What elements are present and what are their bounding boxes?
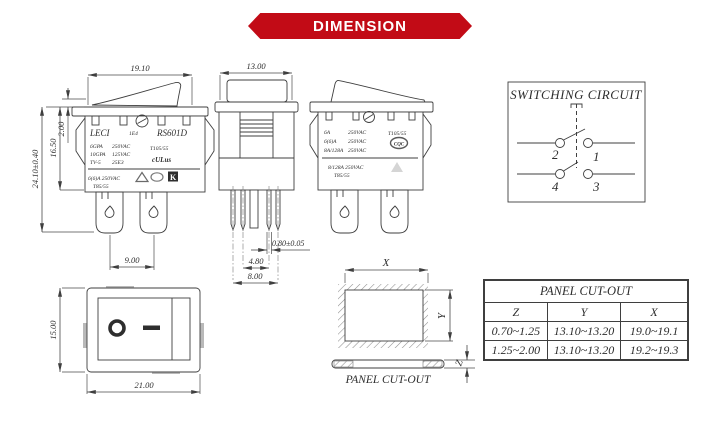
svg-text:CQC: CQC (394, 143, 405, 148)
banner-label: DIMENSION (312, 17, 407, 35)
ul-certification-icon: cULus (152, 156, 171, 164)
circuit-pole-top: 2 1 (517, 128, 635, 164)
cutout-caption: PANEL CUT-OUT (345, 374, 432, 386)
rating-text: 25E3 (112, 160, 124, 166)
panel-cutout-drawing: X Y Z PANEL CUT-OUT (331, 257, 475, 386)
rating-text: 8A/128A (324, 148, 344, 154)
terminal-2-label: 2 (552, 147, 559, 162)
brand-label: LECI (89, 128, 111, 138)
cell-z-2: 1.25~2.00 (483, 340, 548, 361)
front-view-2-outline (309, 80, 434, 191)
circuit-title: SWITCHING CIRCUIT (510, 87, 642, 102)
side-view-pins (230, 186, 281, 280)
front-view-dimensions: 19.10 2.00 16.50 24.10±0.40 9.00 (30, 63, 193, 270)
dim-total-height-label: 24.10±0.40 (30, 149, 40, 188)
on-symbol (143, 325, 160, 330)
screw-icon (135, 114, 149, 128)
dim-width-label: 21.00 (134, 380, 154, 390)
front-view-2-markings: 6A 250VAC T105/55 6(6)A 250VAC CQC 8A/12… (322, 130, 418, 179)
dim-terminal-pitch-label: 9.00 (125, 255, 141, 265)
dim-width-label: 19.10 (130, 63, 150, 73)
screw-icon (363, 111, 375, 123)
dim-y-label: Y (436, 311, 448, 319)
svg-text:K: K (170, 173, 177, 182)
table-title: PANEL CUT-OUT (483, 279, 689, 303)
table-row: 0.70~1.25 13.10~13.20 19.0~19.1 (483, 321, 689, 341)
dim-x-label: X (382, 257, 391, 269)
cqc-certification-icon: CQC (389, 136, 409, 150)
table-header-row: Z Y X (483, 302, 689, 322)
face-view-drawing: 15.00 21.00 (48, 286, 204, 395)
series-label: 1E4 (129, 130, 138, 137)
front-view-2-drawing: 6A 250VAC T105/55 6(6)A 250VAC CQC 8A/12… (309, 80, 434, 234)
rating-text: 6(6)A (324, 138, 337, 145)
rating-text: 250VAC (112, 144, 131, 150)
front-view-markings: LECI 1E4 RS601D 6GPA 250VAC T105/55 10GP… (88, 128, 200, 190)
front-view-drawing: LECI 1E4 RS601D 6GPA 250VAC T105/55 10GP… (30, 63, 215, 270)
dim-pin-outer-label: 8.00 (248, 271, 264, 281)
circuit-actuator (570, 103, 583, 168)
table-row: 1.25~2.00 13.10~13.20 19.2~19.3 (483, 340, 689, 361)
table-col-x: X (620, 302, 689, 322)
off-symbol (108, 319, 126, 337)
panel-cutout-table: PANEL CUT-OUT Z Y X 0.70~1.25 13.10~13.2… (483, 279, 689, 361)
cell-y-1: 13.10~13.20 (546, 321, 622, 341)
face-view-dimensions: 15.00 21.00 (48, 287, 201, 395)
model-label: RS601D (156, 128, 187, 138)
temp-rating-text: T105/55 (388, 131, 407, 137)
cell-x-1: 19.0~19.1 (620, 321, 689, 341)
cutout-side-strip: Z (331, 345, 475, 383)
ce-certification-icon (150, 172, 164, 182)
table-col-z: Z (483, 302, 548, 322)
temp-rating-text: T85/55 (334, 173, 350, 179)
front-view-2-terminals (330, 189, 409, 234)
dimension-banner: DIMENSION (248, 13, 472, 39)
circuit-pole-bottom: 4 3 (517, 161, 635, 194)
vde-triangle-certification-icon (391, 162, 403, 172)
dim-pin-thickness-label: 0.80±0.05 (272, 239, 304, 248)
kc-certification-icon: K (168, 171, 178, 182)
side-view-outline (214, 79, 299, 191)
side-view-drawing: 13.00 0.80±0.05 4.80 8.00 (214, 61, 310, 286)
rating-text: 6A (324, 130, 331, 136)
dim-width-label: 13.00 (246, 61, 266, 71)
cell-z-1: 0.70~1.25 (483, 321, 548, 341)
rating-text: 250VAC (348, 148, 367, 154)
rating-text: 6(6)A 250VAC (88, 175, 120, 182)
circuit-border (507, 81, 646, 203)
cutout-front (338, 284, 428, 348)
front-view-terminals (95, 191, 168, 234)
switching-circuit-diagram: SWITCHING CIRCUIT 2 1 4 3 (507, 81, 646, 203)
cutout-dimensions: X Y (344, 257, 453, 342)
rating-text: 125VAC (112, 152, 131, 158)
rating-text: 8/128A 250VAC (328, 165, 364, 171)
temp-rating-text: T105/55 (150, 146, 169, 152)
dim-height-label: 15.00 (48, 320, 58, 340)
rating-text: 10GPA (90, 152, 106, 158)
rating-text: TV-5 (90, 160, 101, 166)
rating-text: 6GPA (90, 144, 103, 150)
side-view-dimensions: 13.00 0.80±0.05 4.80 8.00 (219, 61, 310, 286)
cell-x-2: 19.2~19.3 (620, 340, 689, 361)
rating-text: 250VAC (348, 139, 367, 145)
terminal-3-label: 3 (592, 179, 600, 194)
terminal-4-label: 4 (552, 179, 559, 194)
cell-y-2: 13.10~13.20 (546, 340, 622, 361)
rating-text: 250VAC (348, 130, 367, 136)
table-col-y: Y (546, 302, 622, 322)
dim-z-label: Z (454, 358, 466, 367)
front-view-outline (71, 82, 215, 193)
dim-rocker-label: 2.00 (56, 121, 66, 137)
dim-body-height-label: 16.50 (48, 138, 58, 158)
vde-triangle-certification-icon (134, 171, 150, 183)
dim-pin-inner-label: 4.80 (249, 256, 265, 266)
terminal-1-label: 1 (593, 149, 600, 164)
temp-rating-text: T85/55 (93, 184, 109, 190)
face-view-outline (83, 286, 204, 374)
